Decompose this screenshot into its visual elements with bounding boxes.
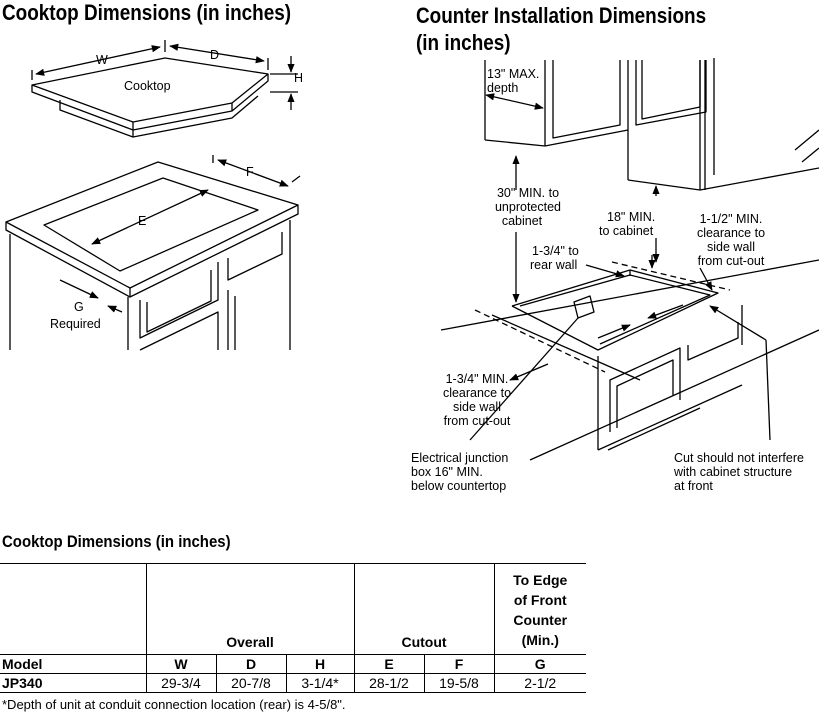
table-blank-header bbox=[0, 564, 146, 655]
table-cell-e: 28-1/2 bbox=[353, 673, 424, 693]
label-right-clearance: 1-1/2" MIN. bbox=[699, 212, 763, 226]
label-cut-warning: Cut should not interfere bbox=[674, 451, 804, 465]
label-rear-wall-2: rear wall bbox=[530, 258, 578, 272]
label-left-clearance-4: from cut-out bbox=[443, 414, 511, 428]
table-group-edge-line3: Counter bbox=[513, 612, 568, 628]
table-group-edge-line4: (Min.) bbox=[521, 632, 559, 648]
table-column-header-row: Model W D H E F G bbox=[0, 654, 586, 674]
table-group-edge-line1: To Edge bbox=[513, 572, 568, 588]
label-18-min: 18" MIN. bbox=[607, 210, 656, 224]
cooktop-illustration bbox=[31, 57, 269, 138]
label-junction-box-3: below countertop bbox=[411, 479, 507, 493]
label-right-clearance-2: clearance to bbox=[696, 226, 766, 240]
table-col-w: W bbox=[145, 654, 216, 674]
table-cell-h: 3-1/4* bbox=[285, 673, 354, 693]
label-left-clearance-3: side wall bbox=[453, 400, 501, 414]
table-cell-f: 19-5/8 bbox=[423, 673, 494, 693]
label-right-clearance-4: from cut-out bbox=[697, 254, 765, 268]
label-30-min: 30" MIN. to bbox=[496, 186, 560, 200]
label-h: H bbox=[294, 71, 304, 85]
label-right-clearance-3: side wall bbox=[707, 240, 755, 254]
label-left-clearance-2: clearance to bbox=[442, 386, 512, 400]
table-title: Cooktop Dimensions (in inches) bbox=[2, 532, 231, 551]
label-d: D bbox=[210, 48, 220, 62]
label-g: G bbox=[74, 300, 84, 314]
label-f: F bbox=[246, 165, 254, 179]
counter-installation-heading-line2: (in inches) bbox=[416, 30, 511, 55]
table-col-model: Model bbox=[2, 656, 43, 672]
label-required: Required bbox=[50, 317, 101, 331]
label-30-min-2: unprotected bbox=[494, 200, 562, 214]
table-col-e: E bbox=[353, 654, 424, 674]
label-junction-box: Electrical junction bbox=[411, 451, 509, 465]
dimensions-table: Overall Cutout To Edge of Front Counter … bbox=[0, 563, 586, 693]
table-group-edge: To Edge of Front Counter (Min.) bbox=[493, 563, 586, 655]
wall-cabinets-illustration bbox=[484, 58, 819, 191]
label-max-depth-2: depth bbox=[487, 81, 519, 95]
table-col-h: H bbox=[285, 654, 354, 674]
table-group-edge-line2: of Front bbox=[513, 592, 567, 608]
cooktop-dimensions-heading: Cooktop Dimensions (in inches) bbox=[2, 0, 292, 25]
label-cut-warning-2: with cabinet structure bbox=[674, 465, 793, 479]
table-footnote: *Depth of unit at conduit connection loc… bbox=[2, 697, 346, 712]
table-cell-g: 2-1/2 bbox=[493, 673, 586, 693]
table-group-cutout: Cutout bbox=[353, 563, 494, 655]
label-max-depth: 13" MAX. bbox=[487, 67, 540, 81]
counter-installation-heading: Counter Installation Dimensions bbox=[416, 3, 707, 28]
label-18-min-2: to cabinet bbox=[599, 224, 654, 238]
table-col-f: F bbox=[423, 654, 494, 674]
label-junction-box-2: box 16" MIN. bbox=[411, 465, 483, 479]
table-group-overall: Overall bbox=[145, 563, 354, 655]
table-group-header-row: Overall Cutout To Edge of Front Counter … bbox=[0, 563, 586, 655]
table-cell-d: 20-7/8 bbox=[215, 673, 286, 693]
label-e: E bbox=[138, 214, 147, 228]
label-cut-warning-3: at front bbox=[674, 479, 713, 493]
countertop-illustration bbox=[440, 259, 819, 461]
label-rear-wall: 1-3/4" to bbox=[532, 244, 579, 258]
table-col-d: D bbox=[215, 654, 286, 674]
label-30-min-3: cabinet bbox=[501, 214, 543, 228]
label-cooktop: Cooktop bbox=[124, 79, 171, 93]
label-left-clearance: 1-3/4" MIN. bbox=[445, 372, 509, 386]
table-row: JP340 29-3/4 20-7/8 3-1/4* 28-1/2 19-5/8… bbox=[0, 673, 586, 693]
installation-diagrams bbox=[5, 40, 819, 461]
table-cell-w: 29-3/4 bbox=[145, 673, 216, 693]
table-cell-model: JP340 bbox=[2, 675, 43, 691]
label-w: W bbox=[96, 53, 108, 67]
table-col-g: G bbox=[493, 654, 586, 674]
